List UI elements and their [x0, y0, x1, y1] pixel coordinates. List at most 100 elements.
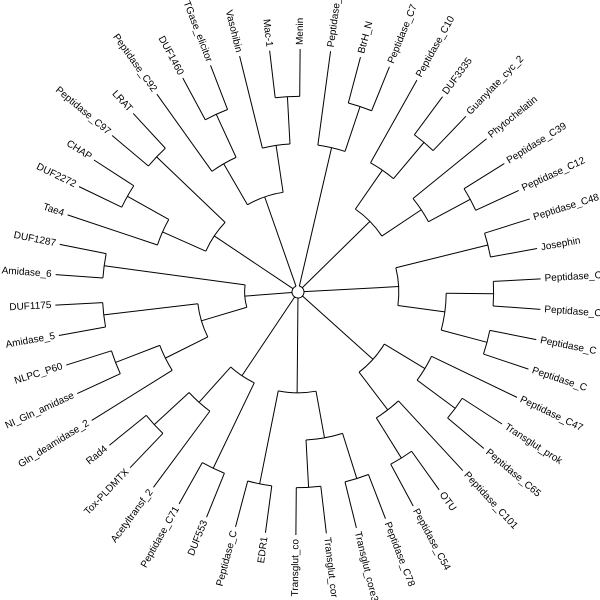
- leaf-label: DUF553: [186, 518, 210, 557]
- tree-branch: [264, 485, 273, 533]
- leaf-label: Peptidase_C10: [414, 14, 457, 79]
- tree-branch: [489, 329, 537, 341]
- leaf-label: Tox-PLDMTX: [82, 467, 131, 518]
- tree-branch: [153, 392, 190, 426]
- tree-arc: [440, 293, 447, 331]
- leaf-label: Peptidase_C: [544, 270, 600, 284]
- tree-arc: [230, 366, 255, 384]
- tree-branch: [302, 295, 374, 360]
- tree-branch: [490, 248, 538, 258]
- leaf-label: Transglut_cor: [321, 537, 339, 599]
- tree-branch: [58, 326, 106, 336]
- leaf-label: Acetyltransf_2: [109, 487, 156, 545]
- tree-branch: [156, 156, 226, 223]
- tree-branch: [463, 163, 505, 190]
- tree-branch: [235, 480, 249, 527]
- tree-branch: [93, 159, 135, 187]
- tree-branch: [264, 196, 297, 287]
- tree-branch: [59, 243, 107, 255]
- tree-branch: [259, 390, 279, 484]
- leaf-label: Peptidase_C39: [505, 121, 569, 167]
- leaf-label: DUF2272: [34, 161, 78, 190]
- tree-branch: [215, 114, 237, 158]
- tree-branch: [153, 410, 211, 488]
- tree-branch: [165, 336, 209, 359]
- tree-branch: [206, 473, 225, 518]
- tree-arc: [275, 95, 300, 99]
- leaf-label: Peptidase_C: [539, 335, 597, 357]
- tree-branch: [198, 366, 232, 403]
- tree-branch: [239, 55, 263, 149]
- leaf-label: Amidase_6: [1, 265, 52, 280]
- tree-arc: [102, 302, 107, 328]
- tree-branch: [344, 481, 357, 529]
- leaf-label: Peptidase_C65: [483, 447, 543, 500]
- tree-branch: [178, 462, 203, 505]
- leaf-label: Peptidase_C71: [139, 504, 182, 569]
- leaf-label: DUF1175: [9, 300, 52, 313]
- tree-branch: [371, 66, 390, 111]
- leaf-label: Vasohibin: [223, 9, 244, 54]
- leaf-label: BtrH_N: [356, 20, 375, 55]
- tree-branch: [475, 190, 519, 211]
- tree-arc: [484, 233, 491, 258]
- tree-branch: [296, 297, 299, 393]
- tree-branch: [111, 135, 149, 167]
- tree-branch: [103, 303, 198, 316]
- tree-branch: [317, 51, 332, 146]
- tree-branch: [298, 147, 333, 287]
- leaf-label: Peptidase_C: [326, 0, 345, 48]
- tree-arc: [296, 485, 321, 489]
- tree-branch: [398, 400, 464, 471]
- leaf-label: Mac-1: [260, 18, 274, 47]
- tree-branch: [493, 305, 541, 310]
- tree-branch: [201, 306, 247, 322]
- leaf-label: Gln_deamidase_2: [17, 418, 92, 470]
- tree-branch: [132, 113, 166, 149]
- leaf-label: Rad4: [84, 443, 110, 467]
- tree-branch: [210, 65, 229, 110]
- tree-branch: [115, 344, 160, 363]
- tree-branch: [483, 353, 529, 370]
- tree-arc: [447, 397, 463, 419]
- leaf-label: Peptidase_C: [215, 529, 240, 587]
- leaf-label: NLPC_P60: [13, 361, 64, 387]
- tree-branch: [484, 218, 530, 234]
- tree-arc: [205, 109, 228, 121]
- leaf-label: Peptidase_C12: [520, 155, 587, 194]
- tree-branch: [66, 350, 112, 366]
- tree-arc: [390, 450, 412, 465]
- tree-branch: [212, 382, 255, 469]
- leaf-label: Peptidase_C78: [382, 521, 417, 589]
- tree-branch: [67, 214, 158, 246]
- tree-branch: [77, 373, 121, 394]
- tree-branch: [129, 433, 164, 469]
- tree-branch: [78, 186, 122, 208]
- tree-branch: [91, 369, 173, 421]
- tree-arc: [483, 330, 491, 355]
- tree-branch: [354, 169, 383, 210]
- tree-branch: [416, 379, 456, 409]
- leaf-label: TGase_elicitor: [181, 0, 215, 64]
- leaf-label: DUF3335: [441, 56, 476, 97]
- leaf-label: Josephin: [540, 235, 581, 253]
- tree-branch: [358, 371, 389, 411]
- tree-branch: [395, 244, 488, 269]
- leaf-label: Phytochelatin: [486, 94, 540, 140]
- leaf-label: Peptidase_C7: [386, 3, 420, 66]
- tree-branch: [244, 291, 293, 297]
- tree-branch: [320, 486, 327, 534]
- tree-branch: [431, 355, 518, 398]
- tree-branch: [286, 96, 291, 145]
- tree-branch: [393, 142, 425, 179]
- tree-branch: [397, 305, 445, 313]
- tree-branch: [370, 79, 418, 164]
- leaf-label: EDR1: [256, 536, 271, 564]
- leaf-label: Peptidase_C54: [410, 507, 452, 573]
- tree-branch: [55, 274, 103, 279]
- leaf-label: Peptidase_C: [544, 304, 600, 319]
- tree-branch: [223, 163, 248, 206]
- tree-branch: [347, 57, 361, 104]
- leaf-label: Peptidase_C97: [53, 85, 113, 138]
- tree-arc: [291, 285, 305, 299]
